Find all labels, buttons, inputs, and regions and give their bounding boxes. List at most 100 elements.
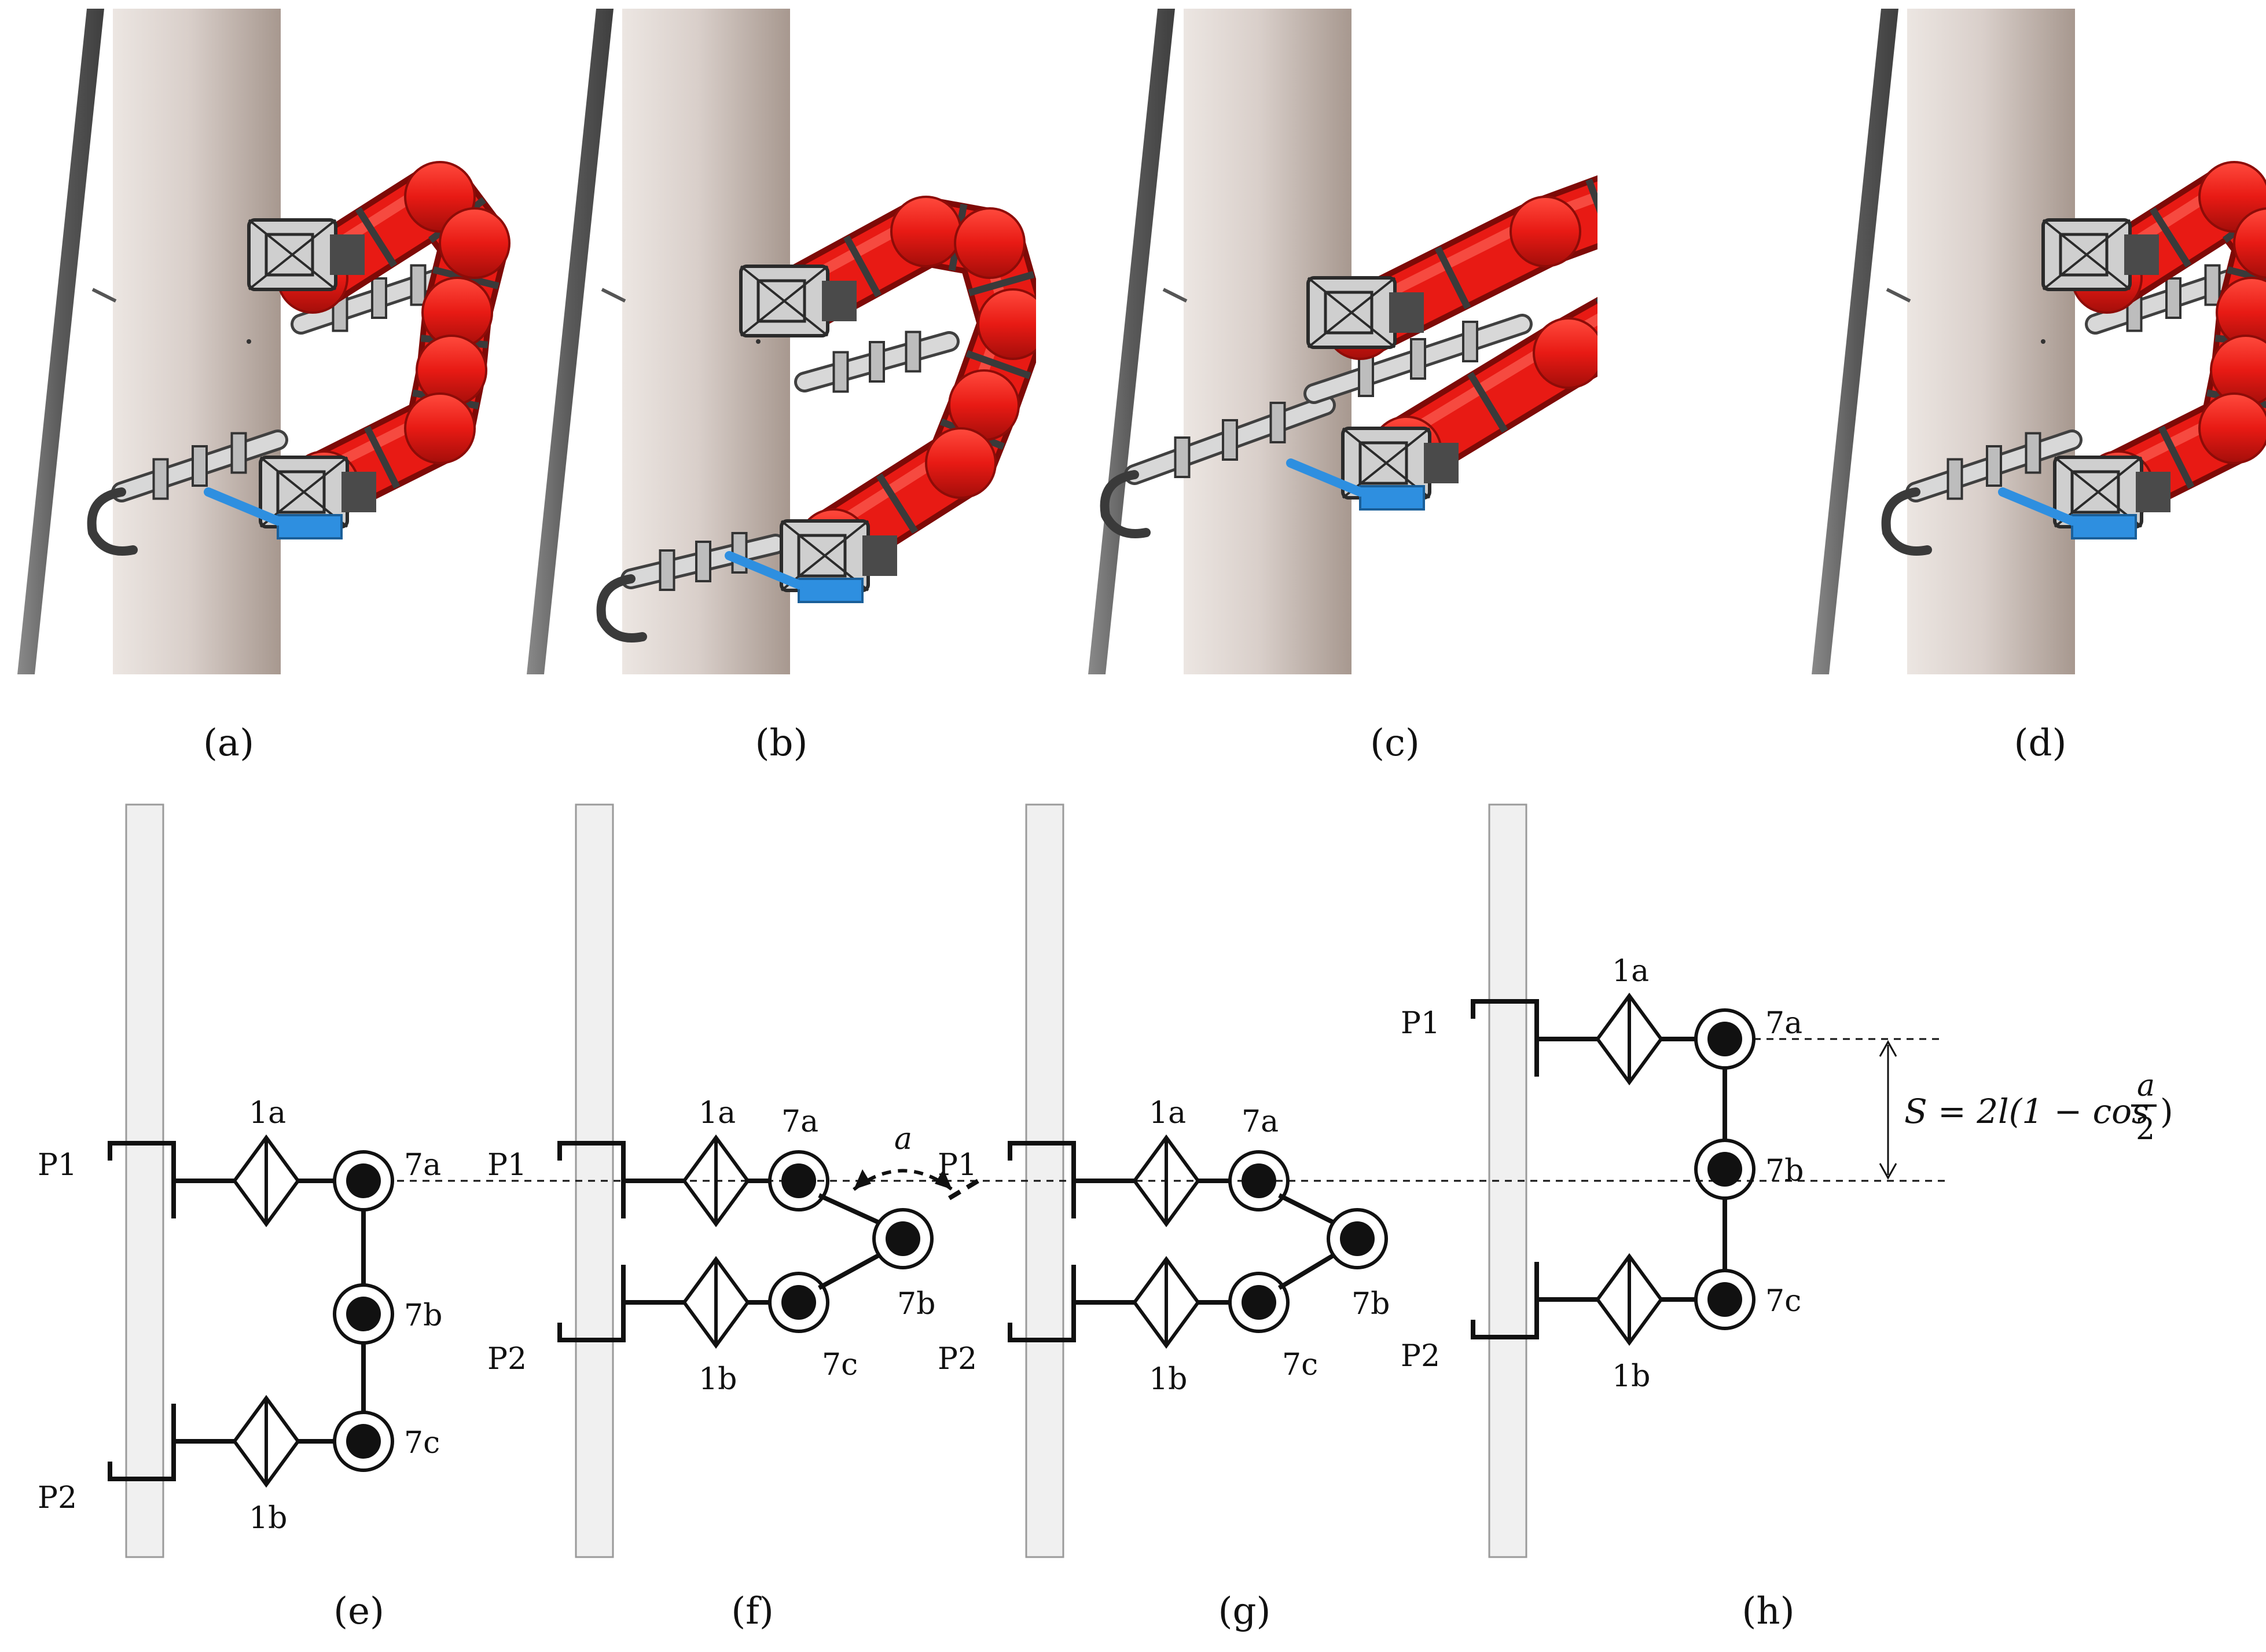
label-7c: 7c <box>1282 1348 1318 1382</box>
render-scene <box>17 9 511 674</box>
label-7c: 7c <box>404 1426 440 1460</box>
rail-clamp <box>230 432 247 474</box>
joint-7a <box>1707 1022 1742 1056</box>
robot-joint <box>925 427 997 499</box>
rail-clamp <box>1269 402 1286 443</box>
label-angle: a <box>894 1122 912 1157</box>
robot-joint-ring <box>1434 246 1471 310</box>
formula-denominator: 2 <box>2136 1112 2155 1147</box>
label-p1: P1 <box>38 1148 77 1183</box>
label-7c: 7c <box>1765 1284 1801 1319</box>
angle-arrow-left <box>854 1169 871 1190</box>
label-p1: P1 <box>938 1148 977 1183</box>
gripper-flange <box>862 535 897 576</box>
gripper-blue-link <box>204 487 282 526</box>
gripper-frame <box>265 233 314 277</box>
gripper-flange <box>1389 292 1424 333</box>
robot-joint <box>439 207 511 279</box>
formula-numerator: a <box>2137 1069 2155 1103</box>
pole-marker <box>2041 339 2045 344</box>
gripper-strut <box>2042 219 2131 291</box>
robot-joint <box>1626 266 1696 336</box>
rail-clamp <box>905 331 921 373</box>
caption-e: (e) <box>333 1590 384 1633</box>
gripper-assembly <box>739 265 857 337</box>
pole-marker <box>247 339 251 344</box>
gripper-assembly <box>247 218 365 291</box>
rail-clamp <box>1462 321 1478 362</box>
robot-joint-ring <box>1585 178 1597 244</box>
schematic-panels: 7bP1P21a1b7a7c7bP1P21a1b7a7ca7bP1P21a1b7… <box>38 803 2173 1558</box>
robot-joint <box>1690 174 1760 243</box>
robot-joint <box>2233 207 2266 279</box>
render-scene <box>527 9 1036 674</box>
render-panel-b <box>527 9 1036 674</box>
panel-captions: (a)(b)(c)(d)(e)(f)(g)(h) <box>203 722 2067 1633</box>
caption-d: (d) <box>2014 722 2067 765</box>
rail-clamp <box>192 445 208 487</box>
label-7c: 7c <box>822 1348 858 1382</box>
rail-clamp <box>1410 338 1426 380</box>
label-7a: 7a <box>781 1104 818 1139</box>
joint-7c <box>781 1285 816 1320</box>
joint-7b <box>1707 1152 1742 1187</box>
label-7a: 7a <box>1242 1104 1279 1139</box>
render-panel-d <box>1812 9 2266 674</box>
label-1a: 1a <box>1612 954 1649 989</box>
background-pole-bar <box>1088 9 1175 674</box>
gripper-frame <box>1324 291 1373 335</box>
schematic-pole <box>1025 803 1064 1558</box>
robot-joint <box>1510 196 1581 267</box>
gripper-frame <box>797 534 847 578</box>
caption-g: (g) <box>1218 1590 1271 1633</box>
gripper-frame <box>1358 441 1408 485</box>
label-p1: P1 <box>1401 1006 1440 1041</box>
label-p1: P1 <box>487 1148 527 1183</box>
joint-7b <box>346 1297 381 1331</box>
pole-fixture <box>1162 288 1188 303</box>
robot-joint-ring <box>876 473 919 534</box>
gripper-frame <box>276 470 326 514</box>
render-scene <box>1088 9 1760 674</box>
label-7b: 7b <box>897 1287 935 1321</box>
label-1a: 1a <box>699 1096 736 1130</box>
link-7b-7c <box>1277 1251 1339 1290</box>
rail-clamp <box>659 549 675 591</box>
pole-fixture <box>91 288 117 303</box>
render-panel-a <box>17 9 511 674</box>
gripper-flange <box>2124 234 2159 275</box>
label-p2: P2 <box>38 1481 77 1515</box>
gripper-assembly <box>2041 218 2159 291</box>
link-7b-7c <box>818 1251 884 1290</box>
label-1b: 1b <box>1149 1362 1187 1397</box>
climbing-pole <box>1907 9 2075 674</box>
caption-a: (a) <box>203 722 254 765</box>
joint-7a <box>1242 1163 1276 1198</box>
displacement-arrowhead-top <box>1879 1040 1897 1057</box>
rail-clamp <box>869 341 885 383</box>
label-7a: 7a <box>404 1148 441 1183</box>
gripper-strut <box>740 265 829 337</box>
render-panel-c <box>1088 9 1760 674</box>
robot-joint-ring <box>965 350 1031 380</box>
robot-joint <box>1621 156 1690 226</box>
render-panels <box>17 9 2266 674</box>
gripper-frame <box>2059 233 2109 277</box>
gripper-flange <box>330 234 365 275</box>
rail-clamp <box>1358 355 1374 397</box>
rail-hook <box>87 487 138 556</box>
displacement-arrowhead-bottom <box>1879 1163 1897 1180</box>
formula-lhs: S = 2l(1 − cos <box>1904 1092 2149 1131</box>
robot-joint <box>2198 392 2266 464</box>
caption-f: (f) <box>731 1590 774 1633</box>
robot-joint <box>977 288 1036 360</box>
joint-7a <box>346 1163 381 1198</box>
link-7a-7b <box>818 1193 884 1227</box>
label-1b: 1b <box>1612 1359 1650 1394</box>
label-p2: P2 <box>487 1342 527 1376</box>
robot-joint-ring <box>968 271 1035 296</box>
climbing-pole <box>113 9 281 674</box>
